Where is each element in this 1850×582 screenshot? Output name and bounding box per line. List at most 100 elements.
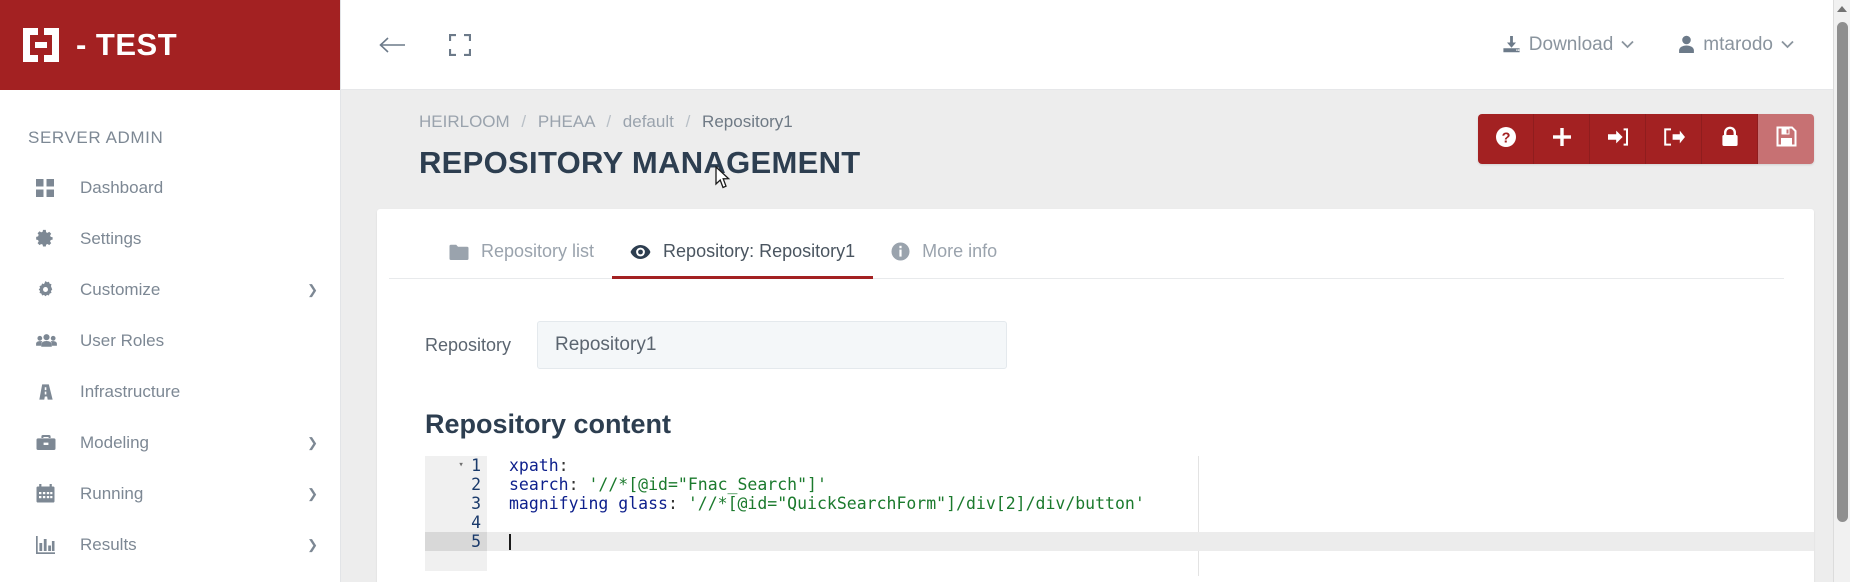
tab-label: Repository list [481,241,595,261]
breadcrumb: HEIRLOOM / PHEAA / default / Repository1 [377,112,861,132]
sidebar-item-dashboard[interactable]: Dashboard [0,162,340,213]
line-gutter: 2 [425,475,487,494]
sign-in-icon [1607,127,1629,152]
line-gutter: 3 [425,494,487,513]
code-text: xpath: [487,456,569,475]
road-icon [36,383,62,401]
sidebar-item-user-roles[interactable]: User Roles [0,315,340,366]
tab-label: More info [922,241,998,261]
code-token-punct: : [568,475,589,494]
main-area: Download mtarodo [341,0,1850,582]
line-number: 5 [471,532,481,551]
vertical-scrollbar[interactable] [1833,0,1850,582]
breadcrumb-item-2[interactable]: default [622,112,674,131]
line-gutter: 4 [425,513,487,532]
code-text: search: '//*[@id="Fnac_Search"]' [487,475,827,494]
sidebar-item-modeling[interactable]: Modeling ❯ [0,417,340,468]
toolbar-left-group [375,28,477,62]
code-token-string: '//*[@id="QuickSearchForm"]/div[2]/div/b… [687,494,1145,513]
breadcrumb-item-3[interactable]: Repository1 [702,112,793,131]
line-number: 2 [471,475,481,494]
code-token-punct: : [667,494,688,513]
repository-input[interactable] [537,321,1007,369]
breadcrumb-separator: / [521,112,527,131]
line-gutter: 5 [425,532,487,551]
chevron-down-icon [1621,38,1634,52]
code-token-string: '//*[@id="Fnac_Search"]' [588,475,827,494]
download-tray-icon [1502,35,1521,54]
calendar-icon [36,484,62,503]
info-circle-icon [891,242,910,261]
code-text [487,513,509,532]
add-button[interactable] [1534,114,1590,164]
code-token-punct: : [558,456,569,475]
save-button[interactable] [1758,114,1814,164]
vertical-scroll-thumb[interactable] [1837,22,1848,522]
scroll-up-arrow-icon[interactable] [1834,0,1850,17]
download-menu[interactable]: Download [1502,34,1635,56]
editor-tail [425,551,1814,571]
repository-field-label: Repository [425,334,512,355]
sidebar-nav: Dashboard Settings Customize ❯ User [0,162,340,570]
sidebar-item-settings[interactable]: Settings [0,213,340,264]
sidebar-item-label: Running [80,483,144,503]
sidebar-item-infrastructure[interactable]: Infrastructure [0,366,340,417]
breadcrumb-item-1[interactable]: PHEAA [537,112,595,131]
repository-content-title: Repository content [425,409,672,439]
action-button-bar: ? [1478,114,1814,164]
download-label: Download [1528,33,1614,55]
sidebar-item-label: Dashboard [80,177,164,197]
code-fold-toggle-icon[interactable]: ▾ [458,460,464,470]
sidebar-item-label: Settings [80,228,142,248]
bracket-h-logo-icon [20,25,62,65]
lock-button[interactable] [1702,114,1758,164]
toolbar-right-group: Download mtarodo [1502,34,1820,56]
code-token-key: xpath [509,456,559,475]
tab-bar: Repository list Repository: Repository1 … [389,209,1784,279]
line-gutter: ▾ 1 [425,456,487,475]
sign-out-button[interactable] [1646,114,1702,164]
chevron-down-icon [1781,38,1794,52]
sidebar-item-label: Infrastructure [80,381,181,401]
page-title: REPOSITORY MANAGEMENT [419,145,861,180]
brand-header[interactable]: - TEST [0,0,340,90]
code-line[interactable]: 2 search: '//*[@id="Fnac_Search"]' [425,475,1814,494]
code-line-active[interactable]: 5 [425,532,1814,551]
help-button[interactable]: ? [1478,114,1534,164]
floppy-save-icon [1776,126,1797,152]
code-token-key: magnifying glass [509,494,668,513]
question-circle-icon: ? [1495,126,1517,153]
folder-icon [449,244,469,260]
users-group-icon [36,332,62,349]
code-text: magnifying glass: '//*[@id="QuickSearchF… [487,494,1145,513]
repository-form-row: Repository [377,279,1814,369]
code-line[interactable]: 3 magnifying glass: '//*[@id="QuickSearc… [425,494,1814,513]
code-text [487,532,511,551]
breadcrumb-item-0[interactable]: HEIRLOOM [419,112,510,131]
code-editor[interactable]: ▾ 1 xpath: 2 search: '//*[@id="Fnac_Sear… [425,456,1814,576]
tab-repository-list[interactable]: Repository list [431,231,612,279]
tab-more-info[interactable]: More info [873,231,1015,279]
user-person-icon [1678,35,1695,54]
arrow-left-icon[interactable] [375,28,409,62]
sidebar-item-label: Modeling [80,432,149,452]
sidebar-item-customize[interactable]: Customize ❯ [0,264,340,315]
tab-repository-detail[interactable]: Repository: Repository1 [612,231,874,279]
sidebar-item-label: User Roles [80,330,165,350]
sidebar-heading: SERVER ADMIN [28,128,164,147]
expand-fullscreen-icon[interactable] [443,28,477,62]
page-header: HEIRLOOM / PHEAA / default / Repository1… [377,90,1814,181]
user-label: mtarodo [1703,33,1773,55]
breadcrumb-separator: / [685,112,691,131]
line-number: 3 [471,494,481,513]
sidebar-item-running[interactable]: Running ❯ [0,468,340,519]
sidebar-item-results[interactable]: Results ❯ [0,519,340,570]
sign-in-button[interactable] [1590,114,1646,164]
user-menu[interactable]: mtarodo [1678,34,1794,56]
code-line[interactable]: ▾ 1 xpath: [425,456,1814,475]
line-number: 4 [471,513,481,532]
gear-icon [36,229,62,248]
chevron-right-icon: ❯ [307,435,318,450]
code-line[interactable]: 4 [425,513,1814,532]
